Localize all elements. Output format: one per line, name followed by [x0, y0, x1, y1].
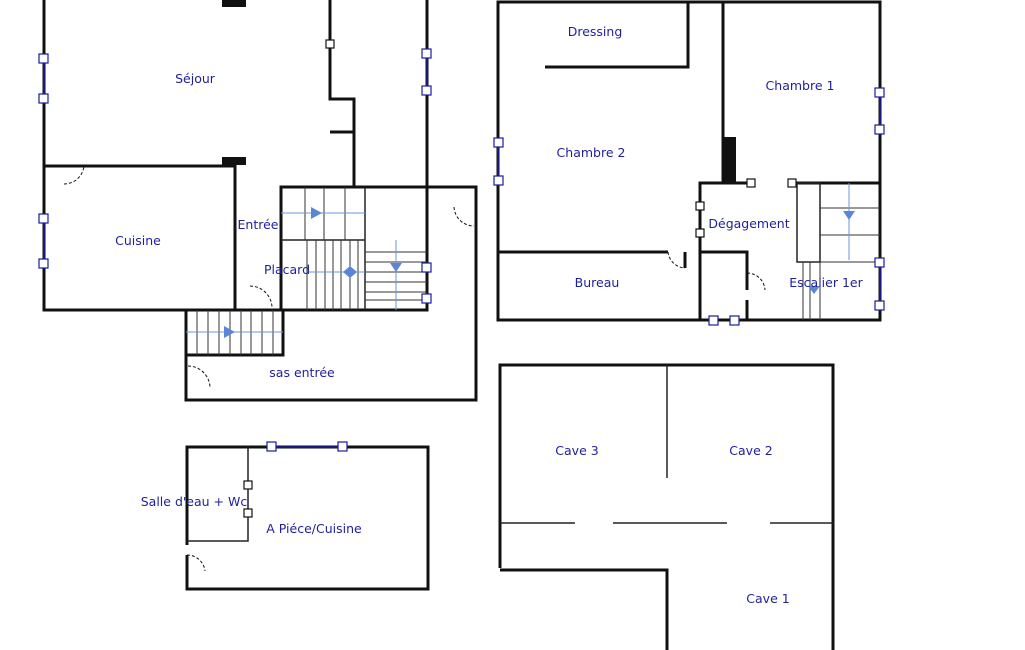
- room-label-entree: Entrée: [238, 217, 279, 232]
- cellar-walls: [498, 363, 835, 650]
- room-label-degagement: Dégagement: [708, 216, 789, 231]
- room-label-bureau: Bureau: [575, 275, 620, 290]
- room-label-piece-cuisine: A Piéce/Cuisine: [266, 521, 362, 536]
- staircase-ground: [186, 187, 427, 357]
- room-label-sas-entree: sas entrée: [269, 365, 335, 380]
- room-label-escalier: Escalier 1er: [789, 275, 863, 290]
- room-label-salle-eau: Salle d'eau + Wc: [141, 494, 248, 509]
- room-label-dressing: Dressing: [568, 24, 623, 39]
- upper-floor-walls: [496, 0, 882, 322]
- room-label-cave2: Cave 2: [729, 443, 772, 458]
- room-label-chambre1: Chambre 1: [766, 78, 835, 93]
- ground-windows: [38, 39, 475, 389]
- annex-walls: [185, 441, 430, 591]
- chimney-block: [222, 0, 246, 7]
- chimney-block: [222, 157, 246, 165]
- room-label-chambre2: Chambre 2: [557, 145, 626, 160]
- room-label-sejour: Séjour: [175, 71, 216, 86]
- room-label-cuisine: Cuisine: [115, 233, 161, 248]
- ground-floor-walls: [42, 0, 478, 402]
- room-label-placard: Placard: [264, 262, 310, 277]
- room-label-cave3: Cave 3: [555, 443, 598, 458]
- upper-windows: [493, 87, 885, 326]
- room-label-cave1: Cave 1: [746, 591, 789, 606]
